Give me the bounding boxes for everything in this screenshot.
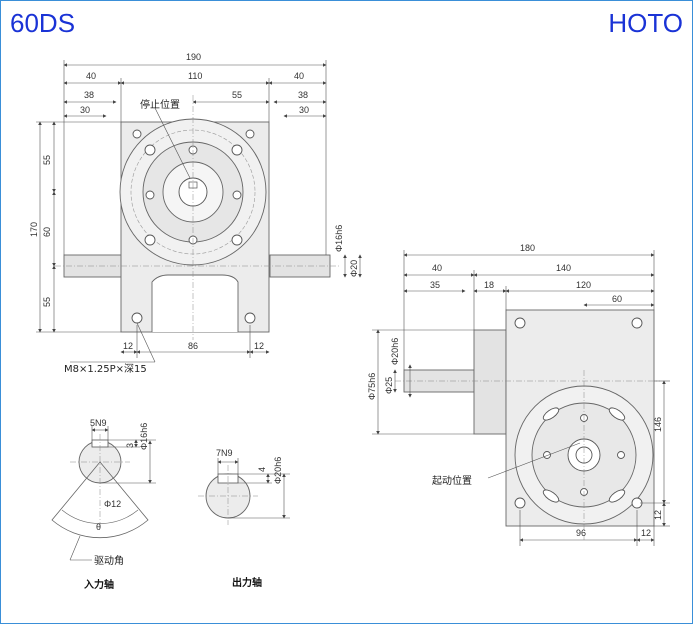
start-position-label: 起动位置: [432, 474, 472, 487]
side-dim-phi20h6: Φ20h6: [390, 338, 400, 365]
input-keyway: 5N9: [90, 418, 107, 428]
input-shaft-caption: 入力轴: [84, 578, 114, 591]
stop-position-label: 停止位置: [140, 98, 180, 111]
side-dim-phi25: Φ25: [384, 377, 394, 394]
front-dim-170: 170: [29, 222, 39, 237]
side-dim-phi75h6: Φ75h6: [367, 373, 377, 400]
input-theta: θ: [96, 522, 101, 532]
side-dim-96: 96: [576, 528, 586, 538]
side-dim-140: 140: [556, 263, 571, 273]
input-dim-3: 3: [125, 443, 135, 448]
front-dim-30-left: 30: [80, 105, 90, 115]
output-shaft-caption: 出力轴: [232, 576, 262, 589]
model-title: 60DS: [10, 8, 76, 38]
front-dim-110: 110: [188, 71, 202, 81]
side-dim-18: 18: [484, 280, 494, 290]
side-dim-12-bottom: 12: [641, 528, 651, 538]
side-bolt-holes: [514, 317, 643, 509]
front-dim-55-bottom: 55: [42, 297, 52, 307]
drive-angle-label: 驱动角: [94, 555, 124, 567]
input-shaft-detail: 5N9 3 Φ16h6 Φ12 θ 驱动角 入力轴: [51, 418, 156, 591]
front-dim-12-right: 12: [254, 341, 264, 351]
front-dim-40-right: 40: [294, 71, 304, 81]
input-angle-phi12: Φ12: [104, 499, 121, 509]
side-dim-120: 120: [576, 280, 591, 290]
front-dim-38-right: 38: [298, 90, 308, 100]
front-dim-86: 86: [188, 341, 198, 351]
side-collar: [473, 329, 507, 435]
front-dim-phi16h6: Φ16h6: [334, 225, 344, 252]
output-keyway: 7N9: [216, 448, 233, 458]
front-dim-38-left: 38: [84, 90, 94, 100]
output-dim-4: 4: [257, 467, 267, 472]
front-dim-190: 190: [186, 52, 201, 62]
side-dim-180: 180: [520, 243, 535, 253]
front-dim-phi20: Φ20: [349, 260, 359, 277]
side-dim-146: 146: [653, 417, 663, 432]
side-dim-60: 60: [612, 294, 622, 304]
front-dim-55: 55: [232, 90, 242, 100]
brand-name: HOTO: [608, 8, 683, 38]
side-dim-40: 40: [432, 263, 442, 273]
input-dim-phi16h6: Φ16h6: [139, 423, 149, 450]
side-dim-35: 35: [430, 280, 440, 290]
side-dim-12-right: 12: [653, 510, 663, 520]
front-dim-12-left: 12: [123, 341, 133, 351]
output-dim-phi20h6: Φ20h6: [273, 457, 283, 484]
side-view: 180 40 140 35 18 120 60 Φ20h6 Φ75h6 Φ25 …: [367, 243, 670, 546]
front-view: 190 40 110 40 38 55 38 30 30 停止位置 55 170…: [29, 52, 362, 375]
output-shaft-detail: 7N9 4 Φ20h6 出力轴: [198, 448, 290, 589]
thread-note: M8×1.25P×深15: [64, 363, 147, 375]
front-dim-30-right: 30: [299, 105, 309, 115]
front-dim-60: 60: [42, 227, 52, 237]
front-dim-55-top: 55: [42, 155, 52, 165]
front-dim-40-left: 40: [86, 71, 96, 81]
